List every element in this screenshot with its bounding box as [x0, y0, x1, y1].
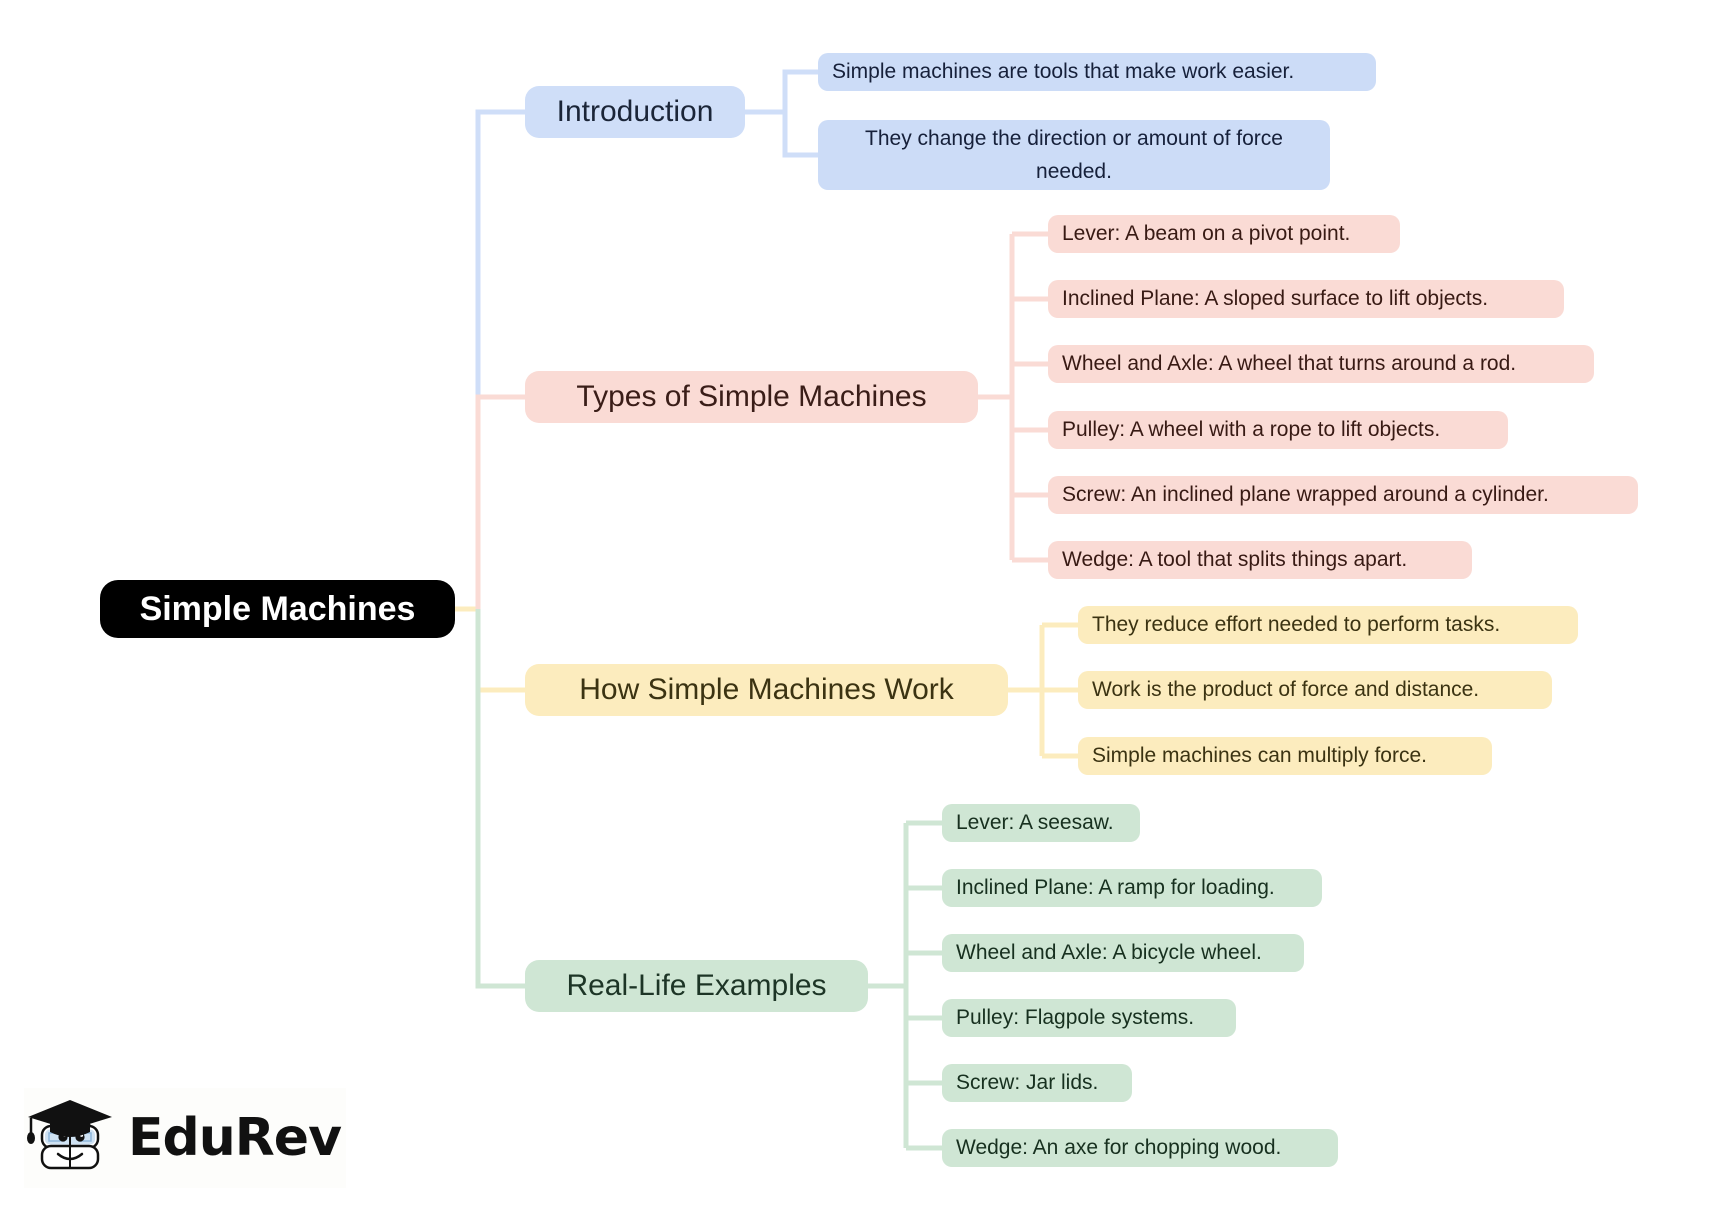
branch-node-label: Types of Simple Machines	[576, 380, 927, 413]
leaf-node-label: Simple machines are tools that make work…	[832, 60, 1295, 83]
leaf-node-label: Wheel and Axle: A wheel that turns aroun…	[1062, 352, 1517, 375]
leaf-node-label: Simple machines can multiply force.	[1092, 744, 1427, 767]
leaf-node-label: They reduce effort needed to perform tas…	[1092, 613, 1501, 636]
branch-node-label: Introduction	[556, 95, 714, 128]
leaf-node-examples-1[interactable]: Inclined Plane: A ramp for loading.	[942, 869, 1322, 907]
leaf-node-label: They change the direction or amount of f…	[865, 127, 1283, 183]
leaf-node-label: Wedge: A tool that splits things apart.	[1062, 548, 1408, 571]
leaf-node-examples-3[interactable]: Pulley: Flagpole systems.	[942, 999, 1236, 1037]
leaf-node-types-0[interactable]: Lever: A beam on a pivot point.	[1048, 215, 1400, 253]
leaf-node-how-0[interactable]: They reduce effort needed to perform tas…	[1078, 606, 1578, 644]
leaf-node-label: Work is the product of force and distanc…	[1092, 678, 1480, 701]
edurev-wordmark: EduRev	[128, 1108, 342, 1168]
leaf-node-examples-4[interactable]: Screw: Jar lids.	[942, 1064, 1132, 1102]
leaf-node-label: Lever: A seesaw.	[956, 811, 1114, 834]
leaf-node-introduction-0[interactable]: Simple machines are tools that make work…	[818, 53, 1376, 91]
graduation-cap-book-mascot-icon	[27, 1100, 112, 1170]
leaf-node-label: Inclined Plane: A ramp for loading.	[956, 876, 1275, 899]
leaf-node-label: Wedge: An axe for chopping wood.	[956, 1136, 1282, 1159]
branch-node-introduction[interactable]: Introduction	[525, 86, 745, 138]
root-node-label: Simple Machines	[139, 589, 416, 628]
branch-node-label: Real-Life Examples	[566, 969, 827, 1002]
leaf-node-label: Inclined Plane: A sloped surface to lift…	[1062, 287, 1489, 310]
leaf-node-types-3[interactable]: Pulley: A wheel with a rope to lift obje…	[1048, 411, 1508, 449]
leaf-node-examples-0[interactable]: Lever: A seesaw.	[942, 804, 1140, 842]
root-node[interactable]: Simple Machines	[100, 580, 455, 638]
leaf-node-label: Pulley: A wheel with a rope to lift obje…	[1062, 418, 1441, 441]
leaf-node-examples-5[interactable]: Wedge: An axe for chopping wood.	[942, 1129, 1338, 1167]
leaf-node-examples-2[interactable]: Wheel and Axle: A bicycle wheel.	[942, 934, 1304, 972]
branch-node-how-simple-machines-work[interactable]: How Simple Machines Work	[525, 664, 1008, 716]
branch-node-label: How Simple Machines Work	[579, 673, 954, 706]
leaf-node-label: Screw: Jar lids.	[956, 1071, 1099, 1094]
leaf-node-label: Screw: An inclined plane wrapped around …	[1062, 483, 1549, 506]
leaf-node-types-5[interactable]: Wedge: A tool that splits things apart.	[1048, 541, 1472, 579]
leaf-node-how-1[interactable]: Work is the product of force and distanc…	[1078, 671, 1552, 709]
leaf-node-types-2[interactable]: Wheel and Axle: A wheel that turns aroun…	[1048, 345, 1594, 383]
leaf-node-introduction-1[interactable]: They change the direction or amount of f…	[818, 120, 1330, 190]
leaf-node-how-2[interactable]: Simple machines can multiply force.	[1078, 737, 1492, 775]
leaf-node-types-1[interactable]: Inclined Plane: A sloped surface to lift…	[1048, 280, 1564, 318]
leaf-node-label: Wheel and Axle: A bicycle wheel.	[956, 941, 1262, 964]
leaf-node-label: Lever: A beam on a pivot point.	[1062, 222, 1351, 245]
branch-node-real-life-examples[interactable]: Real-Life Examples	[525, 960, 868, 1012]
branch-node-types-of-simple-machines[interactable]: Types of Simple Machines	[525, 371, 978, 423]
leaf-node-types-4[interactable]: Screw: An inclined plane wrapped around …	[1048, 476, 1638, 514]
leaf-node-label: Pulley: Flagpole systems.	[956, 1006, 1195, 1029]
edurev-logo: EduRev	[24, 1088, 346, 1188]
